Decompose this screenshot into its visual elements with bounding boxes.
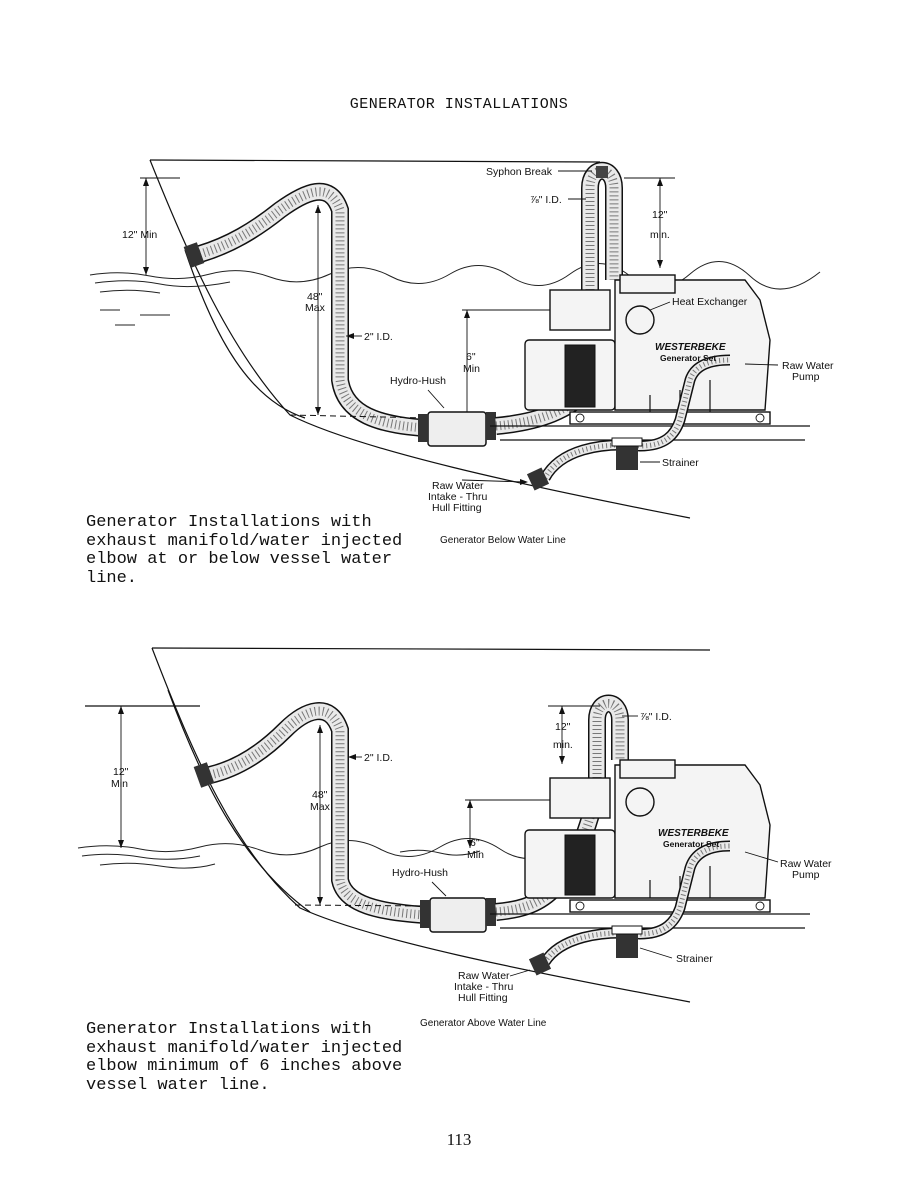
label-48-max-unit: Max [310, 801, 331, 813]
diagram1-subtitle: Generator Below Water Line [440, 535, 566, 546]
label-48-max-unit: Max [305, 302, 326, 314]
caption-line: Generator Installations with [86, 1020, 372, 1039]
page-number: 113 [446, 1130, 472, 1149]
label-48-max-value: 48" [307, 291, 323, 303]
label-2-id: 2" I.D. [364, 752, 393, 764]
diagram2-subtitle: Generator Above Water Line [420, 1018, 547, 1029]
label-intake-3: Hull Fitting [458, 992, 508, 1004]
label-heat-exchanger: Heat Exchanger [672, 296, 748, 308]
caption-line: elbow at or below vessel water [86, 550, 393, 569]
label-raw-water-pump-1: Raw Water [782, 360, 834, 372]
diagram-generator-above-water-line: ⅞" I.D. 12" min. 12" Min 2" I.D. 48" Max… [0, 640, 918, 1010]
label-12-min-left: 12" Min [122, 229, 157, 241]
label-2-id: 2" I.D. [364, 331, 393, 343]
caption-line: vessel water line. [86, 1075, 270, 1095]
label-syphon-break: Syphon Break [486, 166, 553, 178]
deck-line [151, 647, 711, 651]
brand-name: WESTERBEKE [658, 828, 729, 839]
caption-line: exhaust manifold/water injected [86, 531, 403, 551]
brand-name: WESTERBEKE [655, 342, 726, 353]
label-12-min-unit: min. [553, 739, 573, 751]
label-strainer: Strainer [662, 457, 699, 469]
brand-subtitle: Generator Set [663, 839, 719, 849]
label-strainer: Strainer [676, 953, 713, 965]
deck-line [149, 159, 601, 163]
label-hydro-hush: Hydro-Hush [392, 867, 448, 879]
diagram1-caption: Generator Installations with exhaust man… [86, 513, 403, 588]
label-12-min-unit: min. [650, 229, 670, 241]
generator-set [524, 274, 771, 425]
page-title: GENERATOR INSTALLATIONS [349, 96, 569, 113]
label-intake-3: Hull Fitting [432, 502, 482, 514]
label-raw-water-pump-1: Raw Water [780, 858, 832, 870]
diagram2-caption: Generator Installations with exhaust man… [86, 1020, 403, 1095]
label-6-min-unit: Min [463, 363, 480, 375]
caption-line: Generator Installations with [86, 513, 372, 532]
hull-outline [151, 647, 691, 1003]
label-raw-water-pump-2: Pump [792, 371, 820, 383]
caption-line: elbow minimum of 6 inches above [86, 1057, 403, 1076]
label-6-min-value: 6" [466, 351, 476, 363]
label-12-left-unit: Min [111, 778, 128, 790]
water-surface [89, 261, 821, 326]
label-48-max-value: 48" [312, 789, 328, 801]
generator-set [524, 759, 771, 913]
diagram-generator-below-water-line: Syphon Break ⅞" I.D. 12" min. 12" Min 48… [0, 150, 918, 530]
label-intake-1: Raw Water [458, 970, 510, 982]
label-12-left-value: 12" [113, 766, 129, 778]
caption-line: line. [86, 568, 138, 588]
label-6-min-unit: Min [467, 849, 484, 861]
label-raw-water-pump-2: Pump [792, 869, 820, 881]
hull-inner-line [184, 249, 306, 419]
label-6-min-value: 6" [470, 837, 480, 849]
hull-inner-line [167, 689, 311, 913]
caption-line: exhaust manifold/water injected [86, 1038, 403, 1058]
label-intake-2: Intake - Thru [454, 981, 513, 993]
label-12-min-value: 12" [555, 721, 571, 733]
brand-subtitle: Generator Set [660, 353, 716, 363]
label-12-min-value: 12" [652, 209, 668, 221]
label-intake-2: Intake - Thru [428, 491, 487, 503]
label-hydro-hush: Hydro-Hush [390, 375, 446, 387]
label-id-78: ⅞" I.D. [640, 711, 672, 723]
label-id-78: ⅞" I.D. [530, 194, 562, 206]
label-intake-1: Raw Water [432, 480, 484, 492]
